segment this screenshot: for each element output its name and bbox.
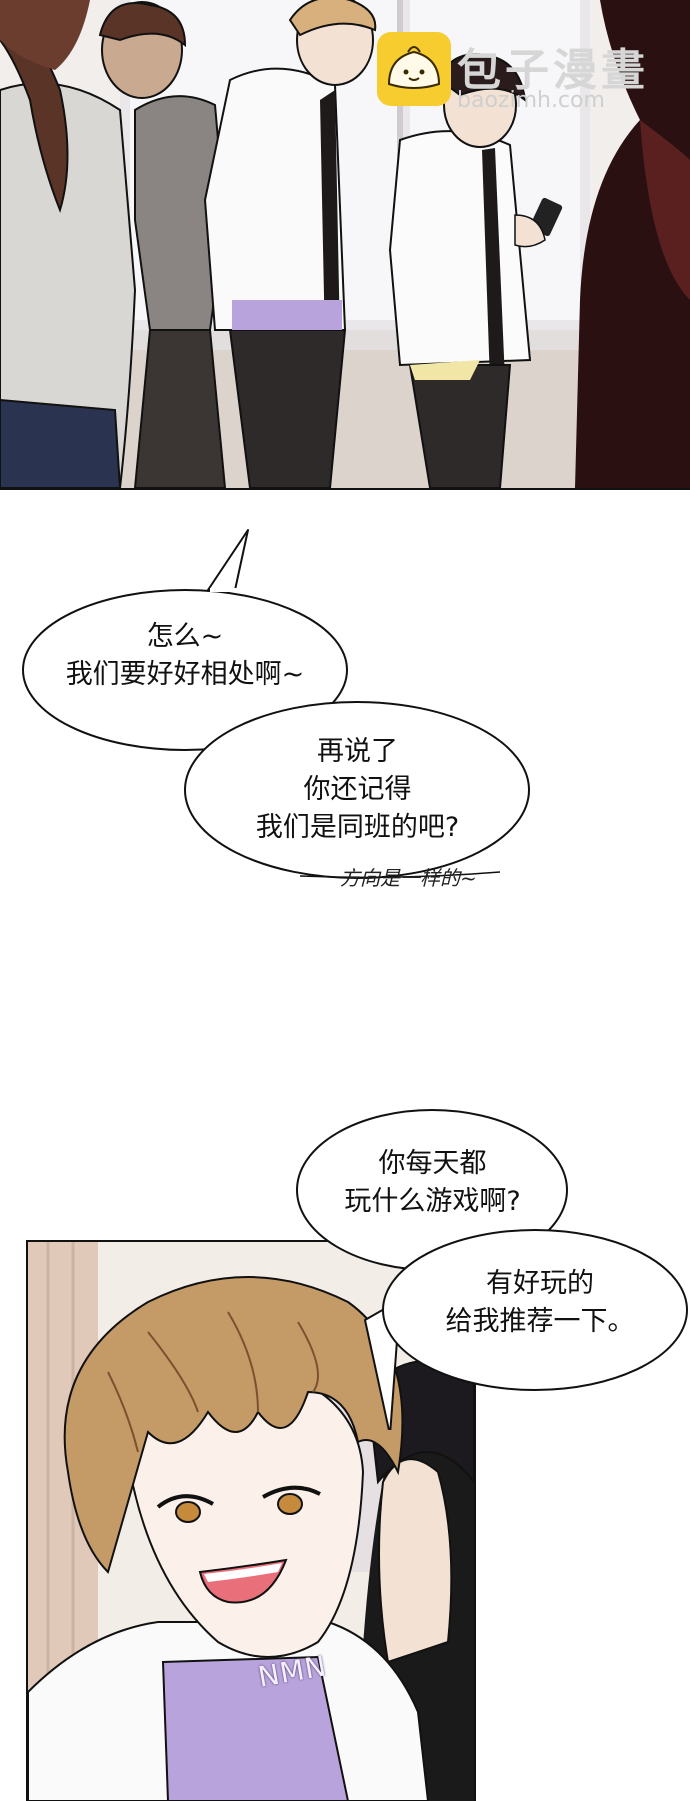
bubble-3-line-1: 你每天都: [378, 1148, 487, 1179]
watermark-name: 包子漫畫: [457, 45, 649, 96]
speech-bubble-4: 有好玩的 给我推荐一下。: [415, 1265, 665, 1341]
watermark: 包子漫畫 baozimh.com: [375, 30, 675, 120]
bubble-1-line-1: 怎么~: [146, 621, 224, 652]
speech-bubble-2: 再说了 你还记得 我们是同班的吧?: [200, 733, 515, 847]
bubble-4-line-1: 有好玩的: [486, 1268, 594, 1299]
watermark-url: baozimh.com: [457, 88, 605, 113]
bubble-3-line-2: 玩什么游戏啊?: [344, 1186, 521, 1217]
bottom-panel: [26, 1240, 476, 1801]
speech-bubble-3: 你每天都 玩什么游戏啊?: [305, 1145, 560, 1221]
bottom-panel-art: [28, 1242, 474, 1801]
speech-bubbles-bottom: [296, 1109, 688, 1430]
sfx-text: 方向是一样的~: [340, 866, 477, 890]
speech-bubble-1: 怎么~ 我们要好好相处啊~: [30, 618, 340, 694]
bun-logo-icon: [377, 32, 451, 106]
bubble-4-line-2: 给我推荐一下。: [445, 1306, 635, 1337]
bubble-2-line-3: 我们是同班的吧?: [255, 812, 460, 843]
bubble-1-line-2: 我们要好好相处啊~: [65, 659, 305, 690]
speech-bubbles-mid: [22, 529, 530, 879]
bubble-2-line-1: 再说了: [317, 736, 398, 767]
bubble-2-line-2: 你还记得: [303, 774, 412, 805]
